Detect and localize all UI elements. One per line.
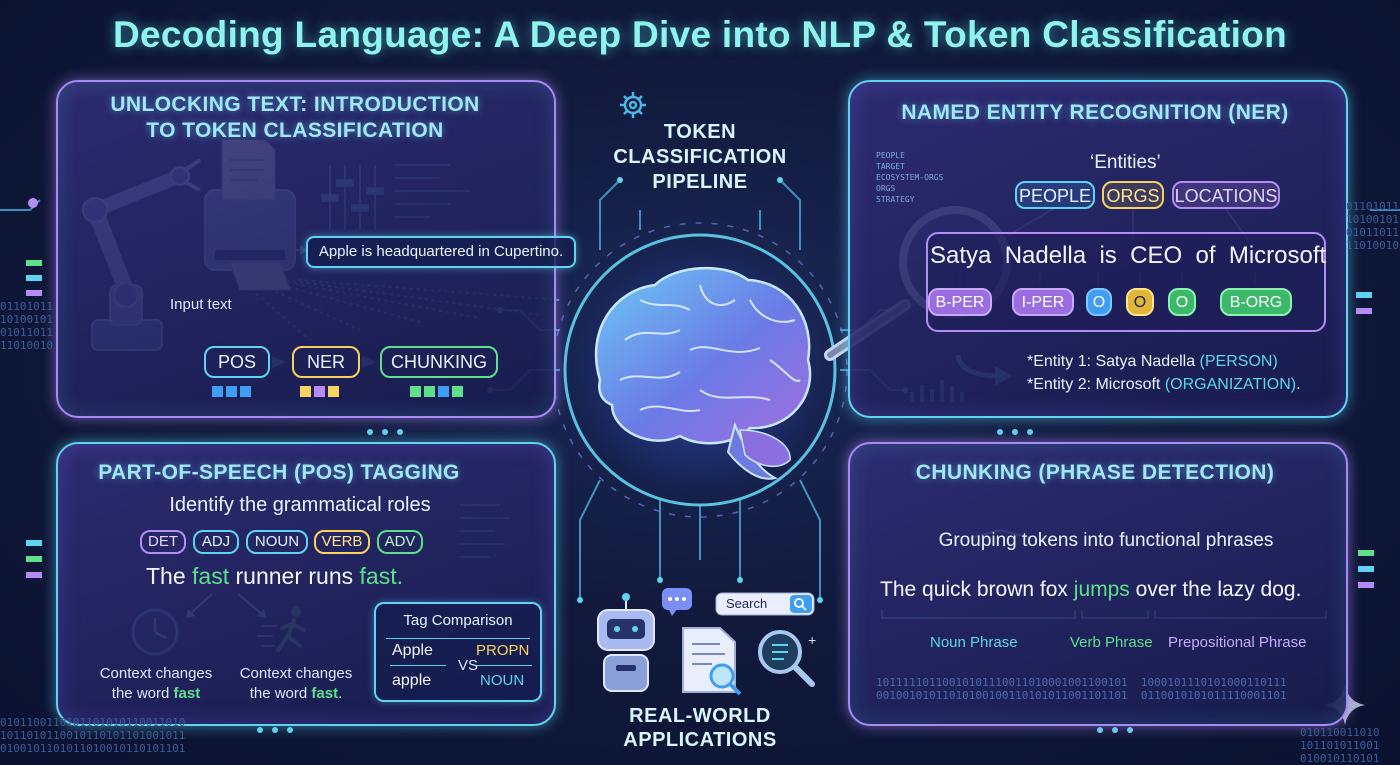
tag-o-of: O bbox=[1168, 288, 1196, 316]
separator-dots bbox=[257, 429, 1133, 733]
document-search-icon bbox=[682, 627, 742, 696]
right-binary: 01101011 10100101 01011011 11010010 bbox=[1346, 200, 1399, 252]
ner-token-row: Satya Nadella is CEO of Microsoft bbox=[930, 242, 1326, 270]
pos-tag-verb: VERB bbox=[314, 530, 370, 554]
bottom-left-binary: 0101100110101101010110011010 10110101100… bbox=[0, 716, 186, 755]
bottom-right-binary: 010110011010 101101011001 010010110101 bbox=[1300, 726, 1380, 765]
tag-o-is: O bbox=[1086, 288, 1112, 316]
page-title: Decoding Language: A Deep Dive into NLP … bbox=[113, 14, 1287, 55]
token-nadella: Nadella bbox=[1004, 242, 1087, 269]
pos-tag-det: DET bbox=[140, 530, 186, 554]
token-ceo: CEO bbox=[1130, 242, 1183, 269]
intro-title: UNLOCKING TEXT: INTRODUCTION TO TOKEN CL… bbox=[110, 93, 480, 142]
stage-chunking: CHUNKING bbox=[380, 346, 498, 378]
comparison-vs: VS bbox=[458, 657, 479, 674]
comparison-tag-1: PROPN bbox=[476, 642, 530, 659]
left-side-bars bbox=[26, 260, 42, 578]
magnifier-app-icon: + bbox=[758, 630, 816, 687]
chunking-panel bbox=[848, 442, 1348, 726]
context-note-1: Context changes the word fast bbox=[99, 665, 213, 702]
search-label: Search bbox=[726, 596, 768, 611]
entity-results: *Entity 1: Satya Nadella (PERSON) *Entit… bbox=[1027, 350, 1301, 396]
chunking-binary: 10111110110010101110011010001001100101 1… bbox=[876, 676, 1287, 702]
applications-title: REAL-WORLD APPLICATIONS bbox=[623, 705, 777, 751]
robot-app-icon bbox=[597, 593, 655, 692]
tag-comparison-title: Tag Comparison bbox=[403, 612, 513, 629]
ner-token-squares bbox=[300, 384, 339, 402]
pos-title: PART-OF-SPEECH (POS) TAGGING bbox=[98, 461, 460, 484]
category-locations: LOCATIONS bbox=[1172, 181, 1280, 209]
pos-tag-noun: NOUN bbox=[246, 530, 308, 554]
entity-2: *Entity 2: Microsoft (ORGANIZATION). bbox=[1027, 376, 1301, 393]
comparison-word-2: apple bbox=[392, 672, 432, 689]
brain-icon bbox=[594, 266, 812, 480]
tag-o-ceo: O bbox=[1126, 288, 1154, 316]
input-text-label: Input text bbox=[170, 296, 232, 313]
entity-1: *Entity 1: Satya Nadella (PERSON) bbox=[1027, 353, 1278, 370]
pos-tag-adj: ADJ bbox=[193, 530, 239, 554]
token-of: of bbox=[1195, 242, 1216, 269]
brain-ring bbox=[563, 233, 837, 507]
tag-b-org: B-ORG bbox=[1220, 288, 1292, 316]
chunking-sentence: The quick brown fox jumps over the lazy … bbox=[880, 578, 1302, 601]
chunking-subtitle: Grouping tokens into functional phrases bbox=[938, 530, 1274, 551]
pos-sentence: The fast runner runs fast. bbox=[146, 563, 403, 589]
stage-ner: NER bbox=[292, 346, 360, 378]
pos-tag-adv: ADV bbox=[377, 530, 423, 554]
search-icon bbox=[794, 598, 807, 611]
label-verb-phrase: Verb Phrase bbox=[1070, 634, 1153, 651]
chat-bubble-icon bbox=[662, 588, 692, 616]
comparison-tag-2: NOUN bbox=[480, 672, 525, 689]
label-noun-phrase: Noun Phrase bbox=[930, 634, 1018, 651]
tag-i-per: I-PER bbox=[1012, 288, 1074, 316]
tag-comparison-box: Tag Comparison Apple apple VS PROPN NOUN bbox=[374, 602, 542, 702]
pos-token-squares bbox=[212, 384, 251, 402]
search-bar-shape bbox=[715, 592, 815, 616]
comparison-word-1: Apple bbox=[392, 642, 433, 659]
pos-subtitle: Identify the grammatical roles bbox=[169, 494, 431, 516]
left-binary: 01101011 10100101 01011011 11010010 bbox=[0, 300, 53, 352]
entities-label: ‘Entities’ bbox=[1090, 152, 1161, 173]
pipeline-title: TOKEN CLASSIFICATION PIPELINE bbox=[613, 121, 787, 193]
right-side-bars bbox=[1356, 292, 1374, 588]
token-satya: Satya bbox=[930, 242, 992, 269]
category-people: PEOPLE bbox=[1015, 181, 1095, 209]
tag-b-per: B-PER bbox=[928, 288, 992, 316]
chunking-token-squares bbox=[410, 384, 463, 402]
svg-text:+: + bbox=[808, 632, 816, 648]
input-sentence-box: Apple is headquartered in Cupertino. bbox=[306, 236, 576, 268]
chunking-title: CHUNKING (PHRASE DETECTION) bbox=[915, 461, 1275, 484]
category-orgs: ORGS bbox=[1102, 181, 1164, 209]
gear-icon bbox=[620, 92, 646, 118]
token-is: is bbox=[1099, 242, 1117, 269]
token-microsoft: Microsoft bbox=[1228, 242, 1327, 269]
context-note-2: Context changes the word fast. bbox=[239, 665, 353, 702]
ner-title: NAMED ENTITY RECOGNITION (NER) bbox=[901, 101, 1289, 124]
stage-pos: POS bbox=[204, 346, 270, 378]
label-prepositional-phrase: Prepositional Phrase bbox=[1168, 634, 1307, 651]
